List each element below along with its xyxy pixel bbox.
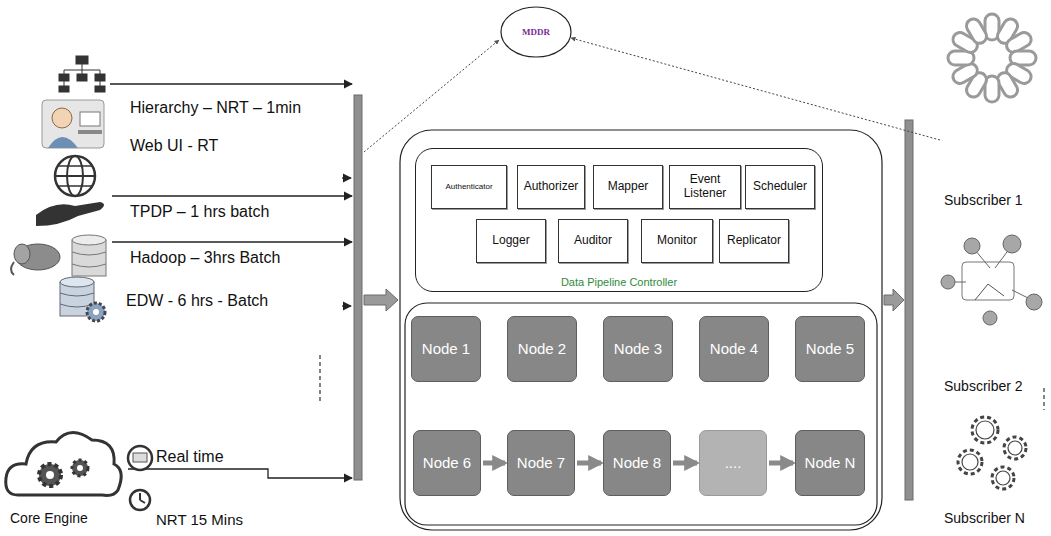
component-box: Authenticator xyxy=(431,165,507,209)
component-box: Auditor xyxy=(558,219,628,263)
caption-label: TPDP – 1 hrs batch xyxy=(130,203,269,221)
controller-box: Data Pipeline Controller Authenticator Aut… xyxy=(415,148,823,292)
caption-label: Core Engine xyxy=(10,510,88,526)
node-text: Authorizer xyxy=(524,180,579,194)
pipeline-node: Node 4 xyxy=(699,316,769,382)
hierarchy-icon xyxy=(59,56,105,92)
pipeline-node: Node 5 xyxy=(795,316,865,382)
node-text: Scheduler xyxy=(753,180,807,194)
caption-label: Real time xyxy=(156,448,224,466)
node-text: Replicator xyxy=(727,234,781,248)
hadoop-icon xyxy=(11,235,106,276)
caption-label: Subscriber 2 xyxy=(944,378,1023,394)
source-arrows xyxy=(110,84,352,478)
pipeline-node: Node 8 xyxy=(603,430,671,496)
nrt-clock-icon xyxy=(130,490,150,510)
metadata-link xyxy=(571,38,940,140)
node-text: Event Listener xyxy=(672,173,738,201)
subscriber-spinner-icon xyxy=(948,14,1036,102)
node-text: Node N xyxy=(805,454,856,473)
node-text: Logger xyxy=(492,234,529,248)
node-text: .... xyxy=(725,454,742,473)
flow-arrow xyxy=(673,461,697,466)
repository-circle: MDDR xyxy=(500,6,572,58)
subscriber-gears-icon xyxy=(958,417,1026,489)
caption-label: Subscriber N xyxy=(944,510,1025,526)
flow-arrow xyxy=(364,289,398,311)
core-engine-cloud-icon xyxy=(6,432,121,495)
node-text: Mapper xyxy=(608,180,649,194)
component-box: Event Listener xyxy=(669,165,741,209)
edw-icon xyxy=(60,277,105,321)
caption-label: Subscriber 1 xyxy=(944,192,1023,208)
flow-arrow xyxy=(483,461,505,466)
node-text: Node 8 xyxy=(613,454,661,473)
caption-label: NRT 15 Mins xyxy=(156,511,243,528)
pipeline-node: Node 3 xyxy=(603,316,673,382)
node-text: Auditor xyxy=(574,234,612,248)
component-box: Mapper xyxy=(593,165,663,209)
node-text: Monitor xyxy=(657,234,697,248)
caption-label: Web UI - RT xyxy=(130,137,218,155)
input-bus-bar xyxy=(354,95,362,480)
tpdp-globe-icon xyxy=(36,156,104,226)
ellipsis-node: .... xyxy=(699,430,767,496)
node-text: Node 1 xyxy=(422,340,470,359)
node-text: Node 6 xyxy=(423,454,471,473)
subscriber-network-icon xyxy=(941,235,1042,325)
pipeline-node: Node 7 xyxy=(507,430,575,496)
continuation-dashes xyxy=(1043,388,1044,410)
web-ui-icon xyxy=(42,100,104,148)
component-box: Replicator xyxy=(719,219,789,263)
realtime-clock-icon xyxy=(128,446,152,470)
flow-arrow xyxy=(769,461,793,466)
component-box: Monitor xyxy=(641,219,713,263)
pipeline-node: Node N xyxy=(795,430,865,496)
node-text: Node 5 xyxy=(806,340,854,359)
node-text: Node 2 xyxy=(518,340,566,359)
caption-label: Hadoop – 3hrs Batch xyxy=(130,249,280,267)
component-box: Scheduler xyxy=(745,165,815,209)
pipeline-container xyxy=(400,130,882,530)
caption-label: EDW - 6 hrs - Batch xyxy=(126,292,268,310)
component-box: Authorizer xyxy=(517,165,585,209)
node-text: MDDR xyxy=(522,27,550,37)
pipeline-node: Node 2 xyxy=(507,316,577,382)
continuation-dashes xyxy=(319,355,320,402)
pipeline-node: Node 6 xyxy=(413,430,481,496)
flow-arrow xyxy=(577,461,601,466)
node-cluster xyxy=(405,303,877,525)
node-text: Node 3 xyxy=(614,340,662,359)
component-box: Logger xyxy=(476,219,546,263)
node-text: Authenticator xyxy=(445,182,492,191)
node-text: Node 7 xyxy=(517,454,565,473)
node-text: Node 4 xyxy=(710,340,758,359)
output-bus-bar xyxy=(905,120,913,500)
caption-label: Hierarchy – NRT – 1min xyxy=(130,99,301,117)
node-text: Data Pipeline Controller xyxy=(561,276,677,288)
pipeline-node: Node 1 xyxy=(411,316,481,382)
flow-arrow xyxy=(884,289,904,311)
